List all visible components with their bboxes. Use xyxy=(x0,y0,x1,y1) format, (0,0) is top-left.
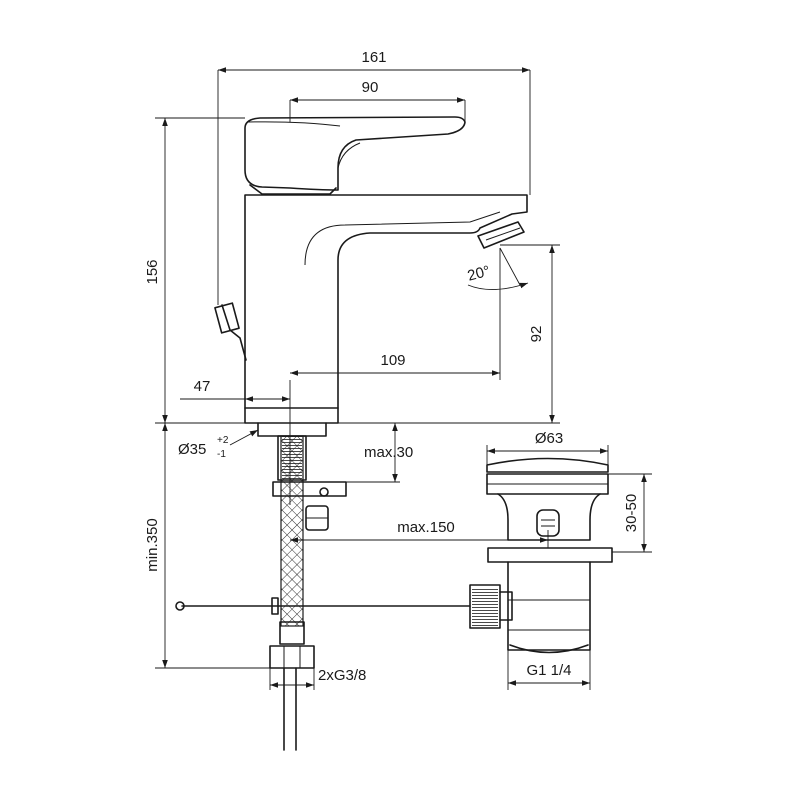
label-hole-diameter-group: Ø35 +2 -1 xyxy=(178,435,229,460)
label-deck-thickness: max.30 xyxy=(364,444,413,461)
label-waste-diameter: Ø63 xyxy=(535,430,563,447)
waste-drain xyxy=(469,457,613,654)
label-hole-tol-plus: +2 xyxy=(217,435,229,446)
label-overall-height: 156 xyxy=(144,259,161,284)
label-under-height: min.350 xyxy=(144,518,161,571)
drain-cap xyxy=(486,457,609,473)
label-hose-connection: 2xG3/8 xyxy=(318,667,366,684)
label-rod-reach: max.150 xyxy=(397,519,455,536)
under-deck-assembly xyxy=(175,435,471,751)
dimension-labels: 161 90 156 20° 92 109 47 Ø35 +2 -1 max.3… xyxy=(144,49,640,684)
label-spout-height: 92 xyxy=(528,326,545,343)
label-hole-tol-minus: -1 xyxy=(217,449,226,460)
lever-handle xyxy=(244,116,466,191)
label-spout-reach: 109 xyxy=(380,352,405,369)
braided-hose xyxy=(280,435,304,627)
dimension-lines xyxy=(155,67,652,690)
label-inlet-offset: 47 xyxy=(194,378,211,395)
popup-rod xyxy=(221,304,247,361)
faucet-body xyxy=(244,194,528,424)
label-hole-diameter: Ø35 xyxy=(178,441,206,458)
faucet xyxy=(214,116,528,437)
label-lever-length: 90 xyxy=(362,79,379,96)
mounting-plate xyxy=(272,481,347,497)
label-spout-angle: 20° xyxy=(466,263,492,285)
label-waste-thread: G1 1/4 xyxy=(526,662,571,679)
aerator xyxy=(477,221,525,249)
label-waste-depth: 30-50 xyxy=(623,494,640,532)
label-overall-length: 161 xyxy=(361,49,386,66)
